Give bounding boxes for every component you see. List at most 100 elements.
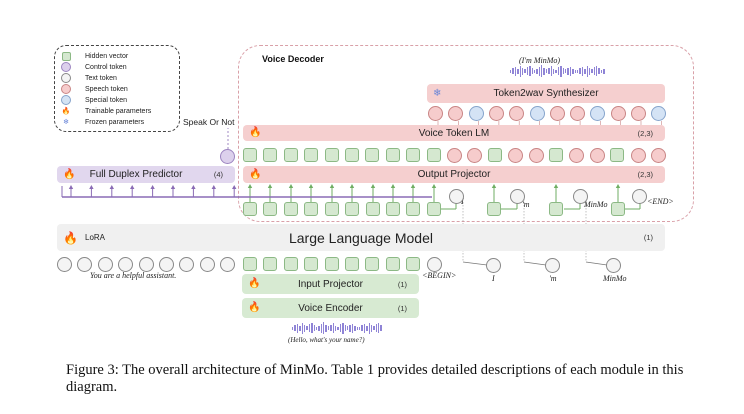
text-token bbox=[118, 257, 134, 272]
arrowhead-icon bbox=[109, 185, 114, 189]
hidden-vector bbox=[406, 148, 421, 162]
special-token bbox=[468, 106, 484, 121]
hidden-vector bbox=[487, 148, 502, 162]
voice-decoder-title: Voice Decoder bbox=[262, 54, 324, 64]
hidden-vector bbox=[243, 148, 257, 162]
special-token-icon bbox=[61, 95, 71, 105]
text-token bbox=[632, 189, 647, 204]
module-label: Input Projector bbox=[297, 278, 364, 290]
waveform-bar bbox=[366, 325, 368, 331]
hidden-vector bbox=[385, 148, 400, 162]
legend-item-control-token: Control token bbox=[61, 62, 127, 72]
hidden-vector bbox=[365, 257, 380, 271]
text-token bbox=[573, 189, 588, 204]
waveform-bar bbox=[370, 324, 373, 332]
waveform-bar bbox=[572, 68, 574, 74]
flame-icon: 🔥 bbox=[248, 278, 261, 289]
output-text-label: <END> bbox=[647, 197, 674, 206]
speech-token bbox=[651, 148, 666, 163]
hidden-vector bbox=[304, 148, 319, 162]
module-label: Voice Token LM bbox=[418, 127, 490, 139]
waveform-bar bbox=[526, 67, 529, 75]
hidden-vector bbox=[243, 257, 257, 271]
special-token bbox=[651, 106, 667, 121]
arrowhead-icon bbox=[431, 184, 437, 188]
speak-or-not-label: Speak Or Not bbox=[183, 117, 235, 127]
arrowhead-icon bbox=[191, 185, 196, 189]
waveform-bar bbox=[294, 325, 296, 331]
waveform-bar bbox=[533, 69, 536, 73]
text-token bbox=[179, 257, 195, 272]
waveform-bar bbox=[574, 69, 576, 73]
legend-label: Hidden vector bbox=[85, 52, 129, 60]
speech-token bbox=[630, 148, 646, 163]
speech-token bbox=[509, 106, 525, 121]
control-token-icon bbox=[61, 62, 71, 72]
feedback-arrow bbox=[585, 261, 608, 266]
hidden-vector bbox=[325, 202, 339, 216]
hidden-vector bbox=[386, 202, 400, 216]
waveform-bar bbox=[529, 66, 531, 76]
speech-token bbox=[428, 106, 443, 121]
waveform-bar bbox=[543, 67, 545, 75]
speech-token bbox=[569, 148, 585, 163]
waveform-bar bbox=[524, 69, 526, 73]
arrowhead-icon bbox=[615, 184, 621, 188]
flame-icon: 🔥 bbox=[248, 302, 261, 313]
token2wav-synthesizer-module: ❄ Token2wav Synthesizer bbox=[427, 84, 665, 103]
hidden-vector bbox=[345, 202, 359, 216]
legend-label: Frozen parameters bbox=[85, 118, 145, 126]
text-token bbox=[545, 258, 560, 273]
snowflake-icon: ❄ bbox=[63, 119, 69, 126]
hidden-vector bbox=[406, 257, 421, 271]
waveform-bar bbox=[361, 325, 363, 331]
waveform-bar bbox=[600, 69, 603, 73]
arrowhead-icon bbox=[130, 185, 135, 189]
speech-token bbox=[467, 148, 483, 163]
output-text-label: I bbox=[461, 197, 464, 206]
module-label: Full Duplex Predictor bbox=[89, 169, 183, 180]
legend-item-speech-token: Speech token bbox=[61, 84, 128, 94]
figure-caption: Figure 3: The overall architecture of Mi… bbox=[66, 362, 684, 395]
waveform-bar bbox=[301, 322, 303, 334]
input-waveform-icon bbox=[292, 322, 382, 334]
arrowhead-icon bbox=[232, 185, 237, 189]
arrowhead-icon bbox=[89, 185, 94, 189]
waveform-bar bbox=[545, 69, 548, 73]
waveform-bar bbox=[521, 67, 524, 75]
legend-item-frozen: ❄ Frozen parameters bbox=[61, 117, 144, 127]
speech-token bbox=[610, 106, 626, 121]
speech-token bbox=[488, 106, 504, 121]
waveform-bar bbox=[588, 67, 591, 75]
legend-item-trainable: 🔥 Trainable parameters bbox=[61, 106, 152, 116]
waveform-bar bbox=[306, 326, 308, 330]
hidden-vector bbox=[283, 257, 298, 271]
flame-icon: 🔥 bbox=[63, 230, 78, 245]
hidden-vector bbox=[385, 257, 400, 271]
text-token bbox=[427, 257, 442, 272]
waveform-bar bbox=[373, 326, 375, 330]
waveform-bar bbox=[380, 325, 382, 331]
hidden-vector bbox=[345, 148, 359, 162]
waveform-bar bbox=[323, 322, 325, 334]
hidden-vector bbox=[324, 148, 339, 162]
waveform-bar bbox=[303, 324, 306, 332]
next-input-label: MinMo bbox=[603, 274, 627, 283]
legend-item-special-token: Special token bbox=[61, 95, 127, 105]
waveform-bar bbox=[313, 325, 315, 331]
waveform-bar bbox=[358, 326, 361, 330]
waveform-bar bbox=[375, 324, 378, 332]
arrowhead-icon bbox=[211, 185, 216, 189]
waveform-bar bbox=[339, 324, 342, 332]
hidden-vector bbox=[304, 202, 318, 216]
speech-token bbox=[570, 106, 586, 121]
hidden-vector bbox=[406, 202, 420, 216]
hidden-vector-icon bbox=[61, 51, 71, 61]
waveform-bar bbox=[349, 324, 351, 332]
arrowhead-icon bbox=[390, 184, 396, 188]
legend-box: Hidden vector Control token Text token S… bbox=[54, 45, 180, 132]
hidden-vector bbox=[324, 257, 339, 271]
waveform-bar bbox=[584, 68, 586, 74]
text-token bbox=[510, 189, 525, 204]
